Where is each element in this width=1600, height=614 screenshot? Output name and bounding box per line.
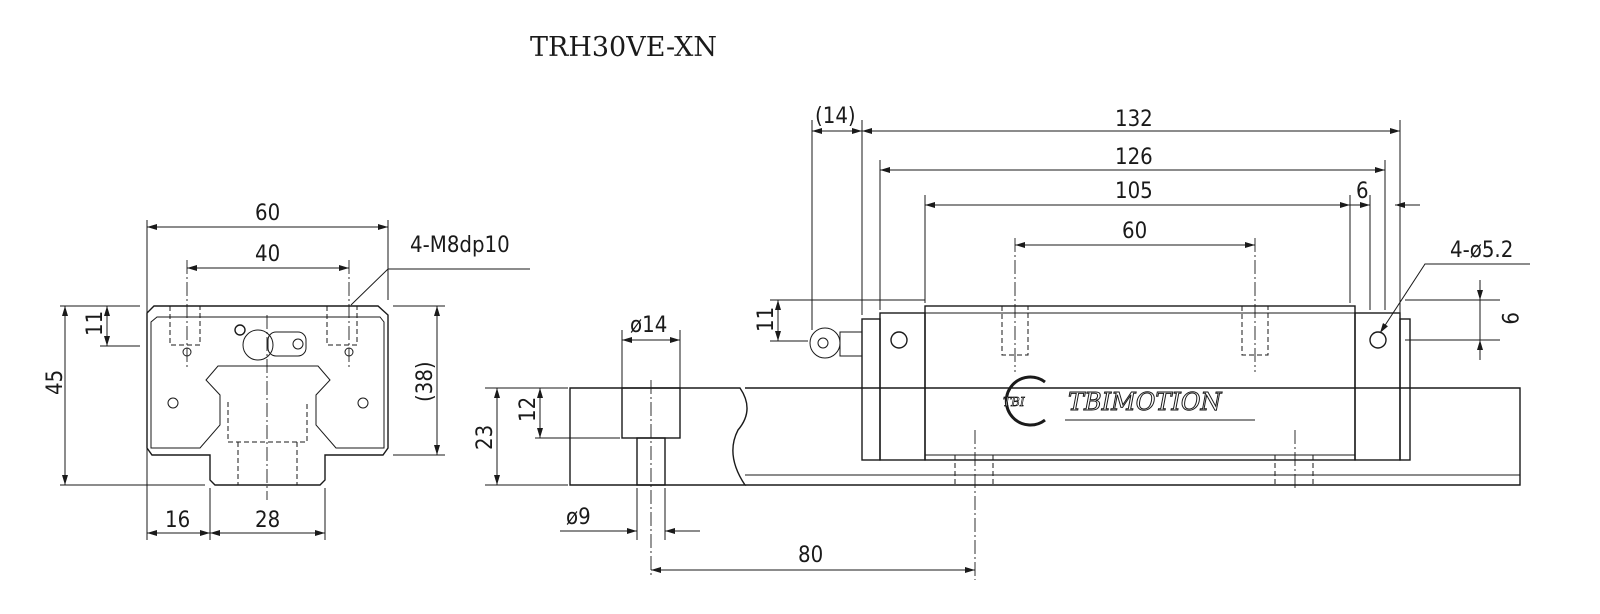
dim-body-length: 126 [1115, 145, 1153, 170]
brand-text: TBIMOTION [1068, 388, 1223, 416]
dim-hole-dia: ø9 [566, 505, 591, 530]
svg-text:TBI: TBI [1003, 395, 1025, 409]
dim-rail-width: 28 [255, 508, 280, 533]
rail-section-view: ø14 12 23 ø9 80 [473, 313, 975, 578]
dim-width: 60 [255, 201, 280, 226]
screw-icon [234, 324, 246, 336]
dim-hole-height: 9 [1496, 312, 1521, 325]
dim-side-offset: 16 [165, 508, 190, 533]
dim-end-offset: 6 [1356, 179, 1369, 204]
front-view: 60 40 4-M8dp10 45 11 (38) 16 28 [43, 201, 530, 540]
dim-tap-depth: 11 [83, 311, 108, 336]
dim-nipple-height: 11 [754, 307, 779, 332]
drawing-title: TRH30VE-XN [530, 32, 717, 63]
dim-counterbore-depth: 12 [516, 397, 541, 422]
grease-nipple-icon [809, 327, 841, 359]
dim-rail-height: 23 [473, 425, 498, 450]
mounting-hole-icon [1369, 331, 1387, 349]
dim-hole-pitch: 40 [255, 242, 280, 267]
tbi-logo: TBI TBIMOTION [1003, 375, 1255, 427]
dim-hole-span: 105 [1115, 179, 1153, 204]
dim-tap-pitch: 60 [1122, 219, 1147, 244]
hole-note: 4-ø5.2 [1450, 238, 1513, 263]
dim-height: 45 [43, 370, 68, 395]
side-view: TBI TBIMOTION (14) 132 126 105 60 6 4-ø5… [745, 104, 1530, 580]
dim-block-height: (38) [413, 361, 438, 402]
dim-nipple-length: (14) [815, 104, 856, 129]
dim-overall-length: 132 [1115, 107, 1153, 132]
grease-nipple-icon [242, 329, 274, 361]
mounting-hole-icon [890, 331, 908, 349]
tap-note: 4-M8dp10 [410, 233, 510, 258]
dim-rail-hole-pitch: 80 [798, 543, 823, 568]
dim-counterbore-dia: ø14 [630, 313, 667, 338]
